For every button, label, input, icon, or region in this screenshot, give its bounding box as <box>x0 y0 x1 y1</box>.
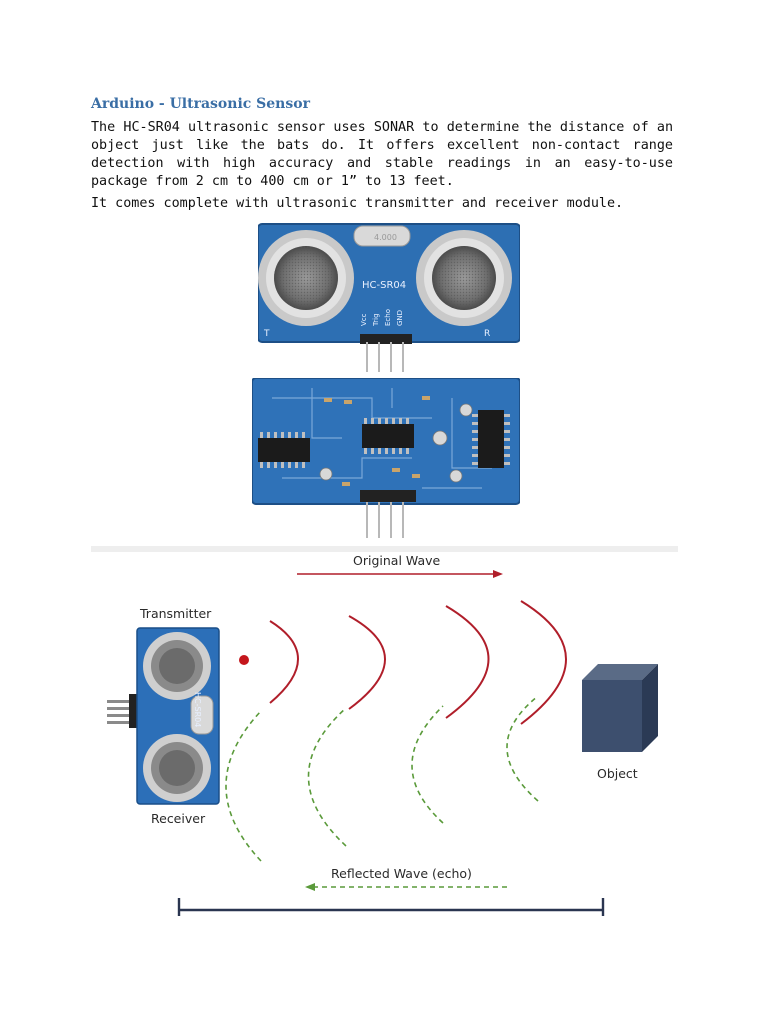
reflected-wave-label: Reflected Wave (echo) <box>331 866 472 881</box>
crystal-text: 4.000 <box>374 233 397 242</box>
pin-label-echo: Echo <box>384 309 392 326</box>
reflected-wave-arrow <box>305 883 511 891</box>
reflected-wave-arcs <box>225 695 539 862</box>
transmitter-can <box>258 230 354 326</box>
object-cube-icon <box>582 664 658 752</box>
transmitter-label: Transmitter <box>140 606 212 621</box>
model-text: HC-SR04 <box>362 280 406 291</box>
intro-paragraph: The HC-SR04 ultrasonic sensor uses SONAR… <box>91 120 673 189</box>
receiver-can <box>416 230 512 326</box>
mark-r: R <box>484 329 490 339</box>
sonar-diagram: HC-SR04 Original Wave Transmitter Receiv… <box>91 546 678 926</box>
sensor-back-photo <box>252 378 520 538</box>
pin-label-gnd: GND <box>396 310 404 326</box>
distance-bracket <box>177 898 605 916</box>
pin-label-vcc: Vcc <box>360 313 368 326</box>
diagram-model-text: HC-SR04 <box>193 692 202 727</box>
original-wave-label: Original Wave <box>353 553 441 568</box>
mark-t: T <box>263 329 270 339</box>
pin-label-trig: Trig <box>372 313 380 327</box>
object-label: Object <box>597 766 638 781</box>
document-title: Arduino - Ultrasonic Sensor <box>91 96 310 112</box>
sensor-module-icon: HC-SR04 <box>107 627 220 805</box>
receiver-label: Receiver <box>151 811 206 826</box>
sensor-front-photo: 4.000 HC-SR04 Vcc Trig Echo GND T R <box>258 223 520 372</box>
original-wave-arrow <box>297 570 503 578</box>
original-wave-arcs <box>269 600 567 725</box>
pulse-dot <box>239 655 249 665</box>
module-paragraph: It comes complete with ultrasonic transm… <box>91 196 624 211</box>
